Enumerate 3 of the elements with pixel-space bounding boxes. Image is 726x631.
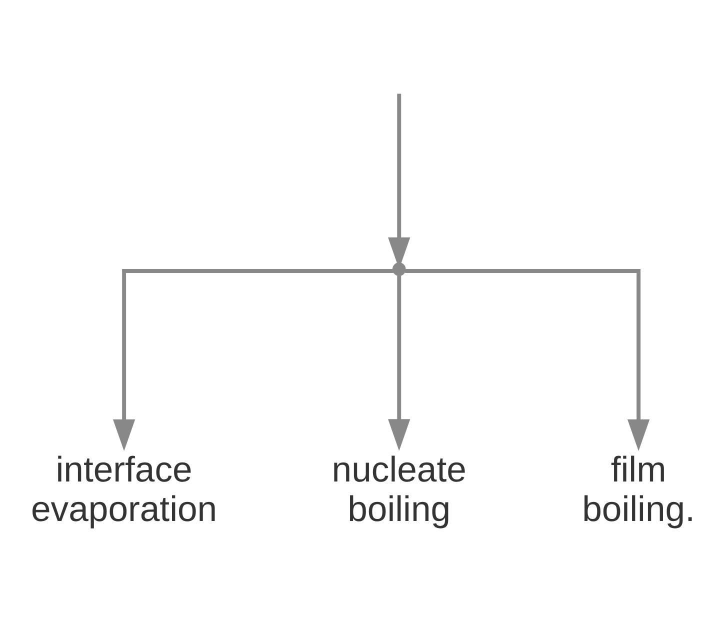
node-text: interface evaporation	[31, 449, 218, 529]
node-text: nucleate boiling	[332, 449, 466, 529]
node-text: film boiling.	[582, 449, 695, 529]
